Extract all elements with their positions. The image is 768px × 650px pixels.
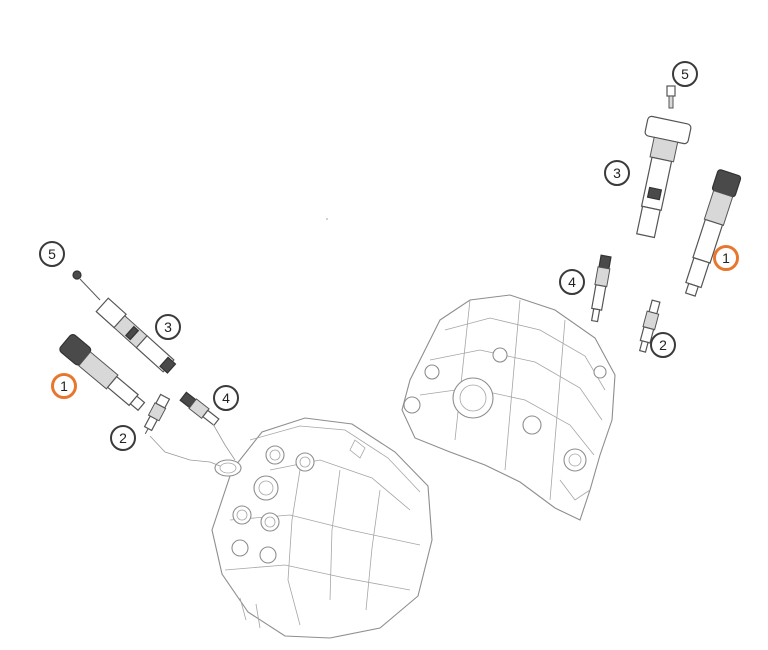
callout-5-right: 5 bbox=[672, 61, 698, 87]
callout-2-right: 2 bbox=[650, 332, 676, 358]
right-spark-plug-2 bbox=[590, 254, 612, 323]
callout-4-right: 4 bbox=[559, 269, 585, 295]
left-bolt bbox=[72, 270, 101, 301]
right-coil-connector bbox=[636, 115, 692, 239]
left-ignition-coil bbox=[59, 333, 146, 412]
left-engine-block bbox=[211, 417, 433, 639]
right-ignition-coil bbox=[684, 169, 742, 297]
right-bolt bbox=[666, 85, 676, 109]
right-spark-plug bbox=[638, 299, 661, 353]
right-engine-block bbox=[401, 294, 616, 521]
left-spark-plug bbox=[143, 393, 211, 463]
left-coil-connector bbox=[95, 297, 177, 374]
callout-1-right: 1 bbox=[713, 245, 739, 271]
callout-3-left: 3 bbox=[155, 314, 181, 340]
callout-1-left: 1 bbox=[51, 373, 77, 399]
callout-3-right: 3 bbox=[604, 160, 630, 186]
callout-2-left: 2 bbox=[110, 425, 136, 451]
left-spark-plug-2 bbox=[179, 391, 236, 461]
callout-4-left: 4 bbox=[213, 385, 239, 411]
left-seal-ring bbox=[209, 459, 242, 477]
callout-5-left: 5 bbox=[39, 241, 65, 267]
